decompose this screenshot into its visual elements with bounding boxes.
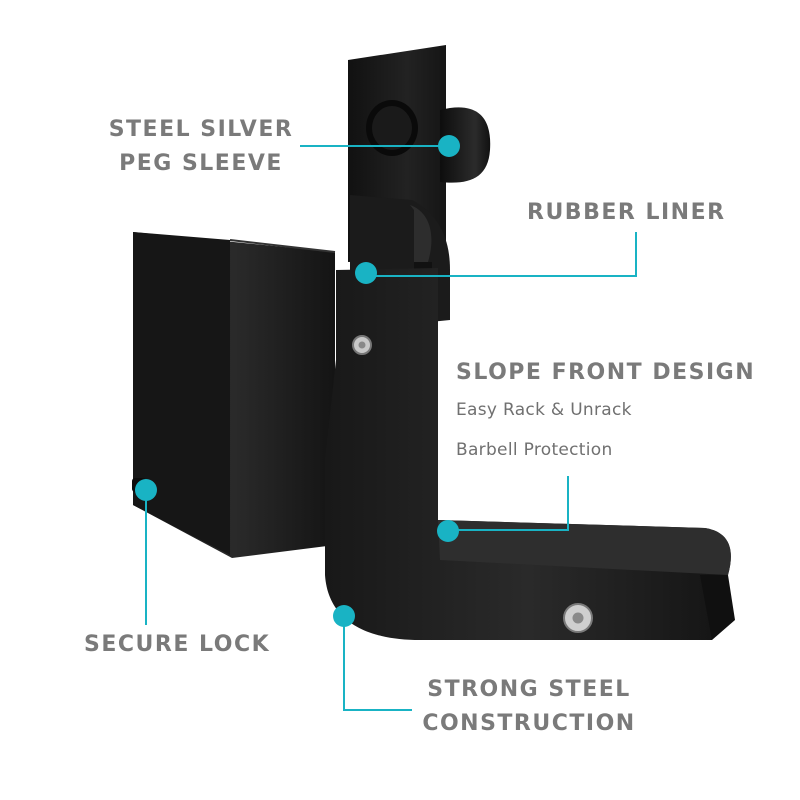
peg-sleeve bbox=[440, 107, 491, 183]
peg-sleeve-dot bbox=[438, 135, 460, 157]
slope-front-dot bbox=[437, 520, 459, 542]
secure-lock-dot bbox=[135, 479, 157, 501]
peg-sleeve-label: STEEL SILVER PEG SLEEVE bbox=[108, 117, 294, 176]
strong-steel-dot bbox=[333, 605, 355, 627]
slope-front-title: SLOPE FRONT DESIGN bbox=[456, 360, 756, 385]
rubber-liner-label: RUBBER LINER bbox=[527, 200, 726, 225]
slope-front-detail-2: Barbell Protection bbox=[456, 440, 613, 460]
strong-steel-label: STRONG STEEL CONSTRUCTION bbox=[422, 677, 636, 736]
secure-lock-label: SECURE LOCK bbox=[84, 632, 271, 657]
rubber-liner-dot bbox=[355, 262, 377, 284]
slope-front-detail-1: Easy Rack & Unrack bbox=[456, 400, 632, 420]
